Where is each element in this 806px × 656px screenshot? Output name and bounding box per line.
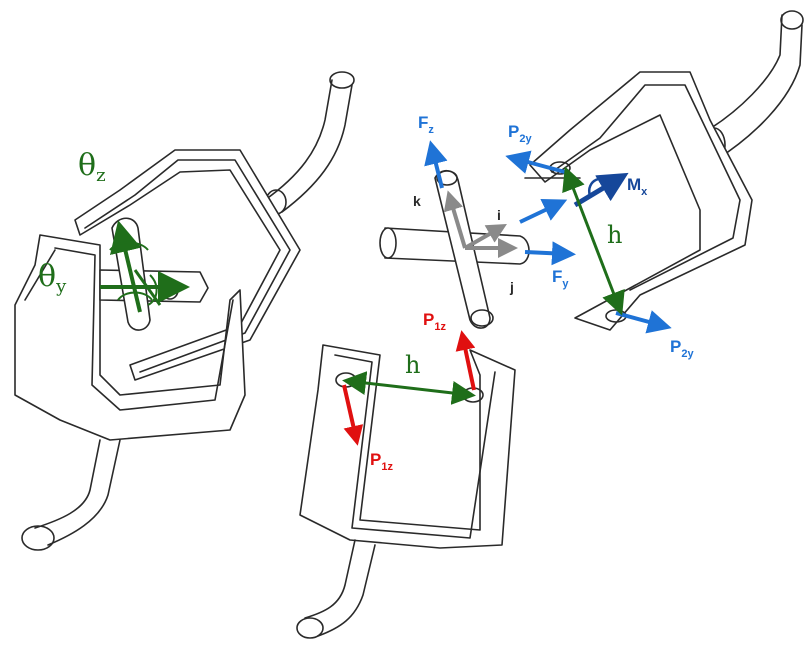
axis-k-label: k xyxy=(413,193,421,209)
force-p1z-top-label: P1z xyxy=(423,310,446,333)
theta-y-axis xyxy=(100,269,190,306)
moment-mx-label: Mx xyxy=(627,175,648,198)
assembled-joint-sketch xyxy=(14,71,355,551)
force-fy-arrow xyxy=(524,241,576,266)
theta-z-axis xyxy=(109,220,153,313)
force-p1z-top-arrow xyxy=(455,330,476,391)
local-frame xyxy=(443,190,518,258)
force-p2y-top-label: P2y xyxy=(508,122,532,145)
distance-h-right-arrow xyxy=(562,166,625,316)
force-fz-arrow xyxy=(424,140,448,189)
distance-h-right-label: h xyxy=(607,221,622,249)
force-fy-label: Fy xyxy=(552,267,569,290)
force-p2y-top-arrow xyxy=(505,150,566,174)
force-p2y-bottom-label: P2y xyxy=(670,337,694,360)
force-fx-arrow xyxy=(519,199,568,224)
distance-h-bottom-label: h xyxy=(405,351,420,379)
force-p1z-bottom-label: P1z xyxy=(370,450,393,473)
moment-mx-arrow xyxy=(573,172,629,208)
axis-j-label: j xyxy=(509,279,514,295)
right-yoke-sketch xyxy=(524,10,804,331)
distance-h-bottom-arrow xyxy=(342,371,476,405)
force-fz-label: Fz xyxy=(418,113,434,136)
force-p1z-bottom-arrow xyxy=(342,384,364,446)
axis-i-label: i xyxy=(497,207,501,223)
theta-z-label: θz xyxy=(78,148,106,186)
theta-y-label: θy xyxy=(38,259,67,297)
